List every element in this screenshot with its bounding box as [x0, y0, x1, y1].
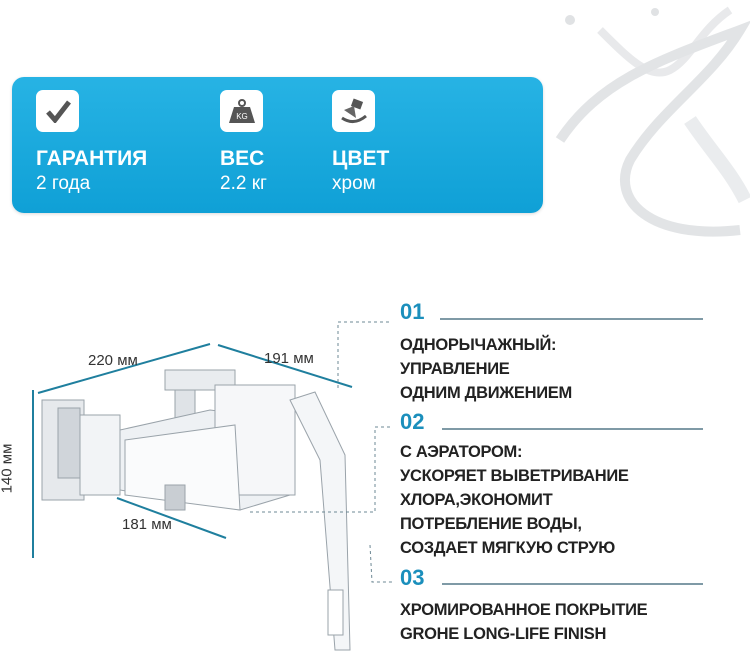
weight-kg-icon: KG [220, 90, 263, 132]
paint-brush-icon [332, 90, 375, 132]
divider [442, 428, 703, 430]
svg-text:KG: KG [236, 112, 248, 121]
dimension-depth: 191 мм [264, 350, 314, 367]
dimension-height: 140 мм [0, 443, 16, 494]
point-number: 01 [400, 299, 425, 324]
checkmark-icon [36, 90, 79, 132]
feature-value: 2.2 кг [220, 173, 267, 194]
feature-label: ГАРАНТИЯ [36, 147, 148, 170]
faucet-diagram [32, 321, 392, 651]
dimension-width: 220 мм [88, 352, 138, 369]
feature-label: ЦВЕТ [332, 147, 390, 170]
divider [440, 318, 703, 320]
point-number: 02 [400, 409, 425, 434]
feature-value: хром [332, 173, 376, 194]
feature-label: ВЕС [220, 147, 265, 170]
feature-value: 2 года [36, 173, 91, 194]
dimension-spout: 181 мм [122, 516, 172, 533]
divider [442, 583, 703, 585]
feature-banner: ГАРАНТИЯ 2 года KG ВЕС 2.2 кг ЦВЕТ хром [12, 77, 543, 213]
milk-splash-image [555, 6, 750, 237]
point-number: 03 [400, 565, 425, 590]
